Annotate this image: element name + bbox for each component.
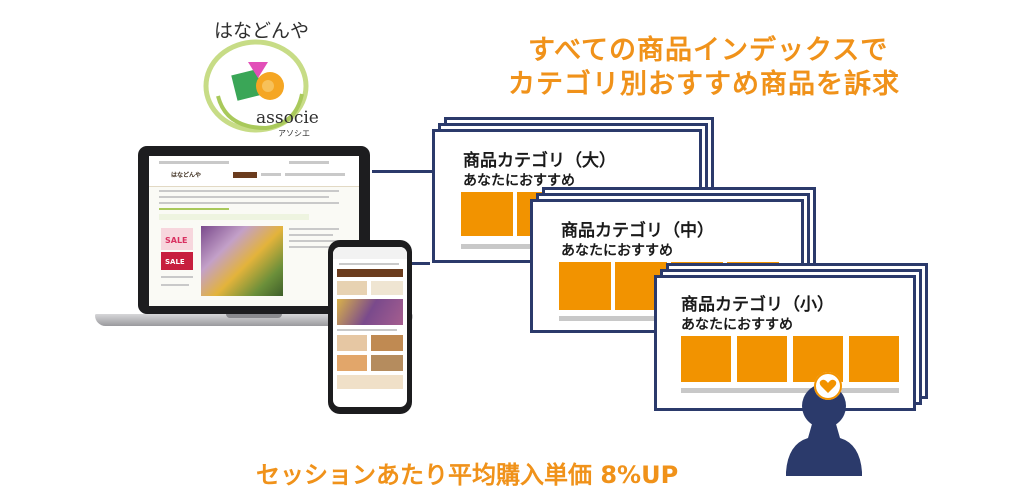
logo-name: はなどんや [214,20,310,42]
site-sale-banner-2 [161,252,193,270]
connector-line-bottom [412,262,430,265]
logo-brand-kana: アソシエ [278,129,310,138]
card-title-medium: 商品カテゴリ（中） [561,221,714,241]
footer-result: セッションあたり平均購入単価 8%UP [256,461,679,489]
card-subtitle-small: あなたにおすすめ [681,317,793,333]
heart-badge [814,372,842,400]
laptop-screen: はなどんや SALE SALE [149,156,359,306]
card-title-small: 商品カテゴリ（小） [681,295,834,315]
logo-graphic [203,39,309,133]
site-sale-label-1: SALE [165,236,188,245]
card-subtitle-large: あなたにおすすめ [463,173,575,189]
card-subtitle-medium: あなたにおすすめ [561,243,673,259]
site-logo: はなどんや [171,172,202,179]
headline-line2: カテゴリ別おすすめ商品を訴求 [508,69,900,100]
connector-line-top [372,170,436,173]
brand-logo: はなどんや associe アソシエ [196,16,320,138]
site-sale-banner [161,228,193,250]
laptop-notch [226,314,282,318]
logo-brand: associe [256,108,319,128]
card-title-large: 商品カテゴリ（大） [463,151,616,171]
phone-screen [333,247,407,407]
site-hero-image [201,226,283,296]
headline-line1: すべての商品インデックスで [528,35,889,66]
site-sale-label-2: SALE [165,258,185,266]
heart-icon [814,372,842,400]
card-category-small: 商品カテゴリ（小） あなたにおすすめ [654,275,916,411]
